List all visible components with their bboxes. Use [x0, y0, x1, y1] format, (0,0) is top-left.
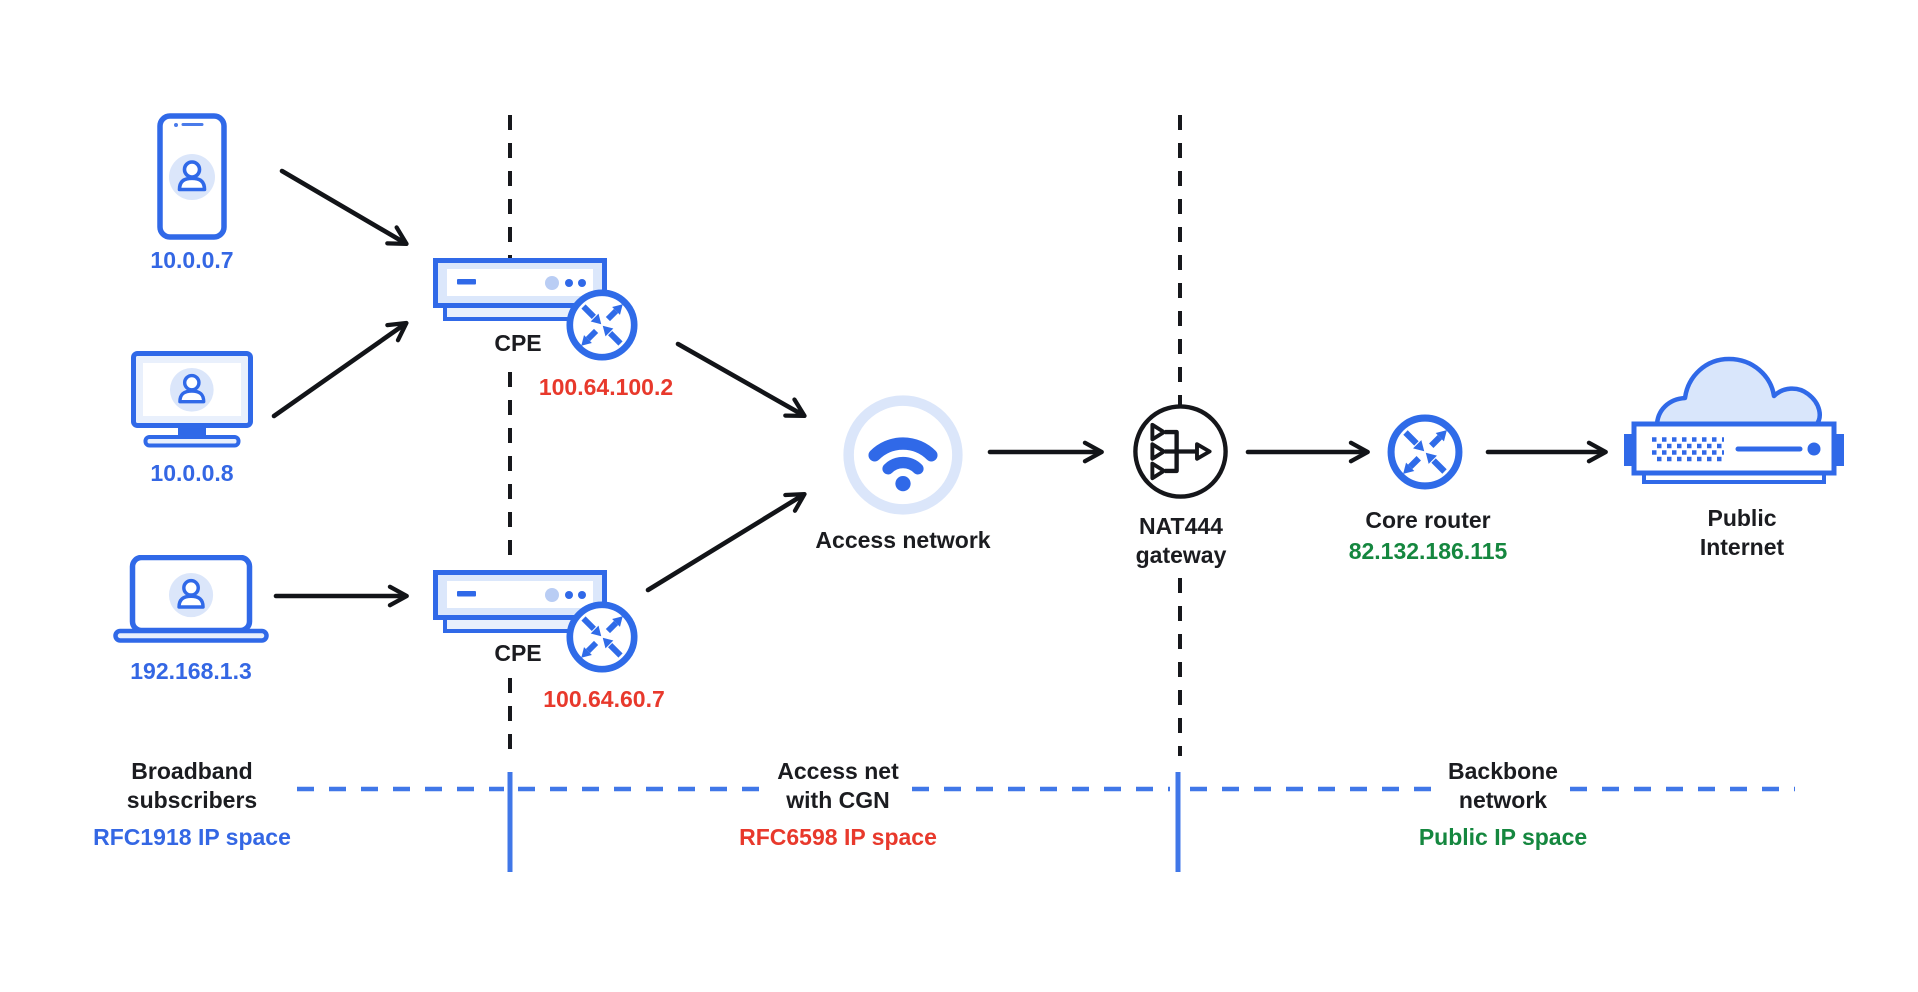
- cpe-top-ip-label: 100.64.100.2: [538, 374, 674, 400]
- monitor-ip-label: 10.0.0.8: [150, 460, 234, 486]
- region-broadband-ipspace: RFC1918 IP space: [93, 824, 291, 850]
- router-badge-icon: [565, 600, 639, 674]
- cpe-top-label: CPE: [494, 330, 542, 356]
- wifi-icon: [843, 395, 963, 515]
- public-internet-label: Public Internet: [1699, 505, 1785, 560]
- arrow-monitor-to-cpe: [271, 320, 409, 419]
- router-badge-icon: [565, 288, 639, 362]
- server-icon: [1624, 421, 1844, 484]
- smartphone-icon: [157, 113, 227, 240]
- laptop-icon: [113, 555, 269, 643]
- core-router-ip-label: 82.132.186.115: [1348, 538, 1508, 564]
- region-backbone-label: Backbone network: [1448, 758, 1558, 813]
- access-network-label: Access network: [815, 527, 991, 553]
- nat444-gateway-label: NAT444 gateway: [1135, 513, 1227, 568]
- laptop-ip-label: 192.168.1.3: [130, 658, 252, 684]
- region-access-ipspace: RFC6598 IP space: [739, 824, 937, 850]
- cpe-bottom-label: CPE: [494, 640, 542, 666]
- nat444-gateway-icon: [1133, 404, 1228, 499]
- region-backbone-ipspace: Public IP space: [1418, 824, 1588, 850]
- arrow-phone-to-cpe: [279, 168, 409, 247]
- core-router-icon: [1386, 413, 1464, 491]
- cpe-bottom-ip-label: 100.64.60.7: [543, 686, 665, 712]
- region-divider-ticks: [507, 772, 1181, 872]
- monitor-icon: [131, 351, 253, 448]
- arrow-cpe1-to-access: [675, 341, 807, 419]
- region-access-label: Access net with CGN: [777, 758, 899, 813]
- arrow-cpe2-to-access: [645, 491, 807, 593]
- cpe-modem-icon: [433, 258, 607, 321]
- region-broadband-label: Broadband subscribers: [126, 758, 258, 813]
- core-router-label: Core router: [1365, 507, 1491, 533]
- phone-ip-label: 10.0.0.7: [150, 247, 234, 273]
